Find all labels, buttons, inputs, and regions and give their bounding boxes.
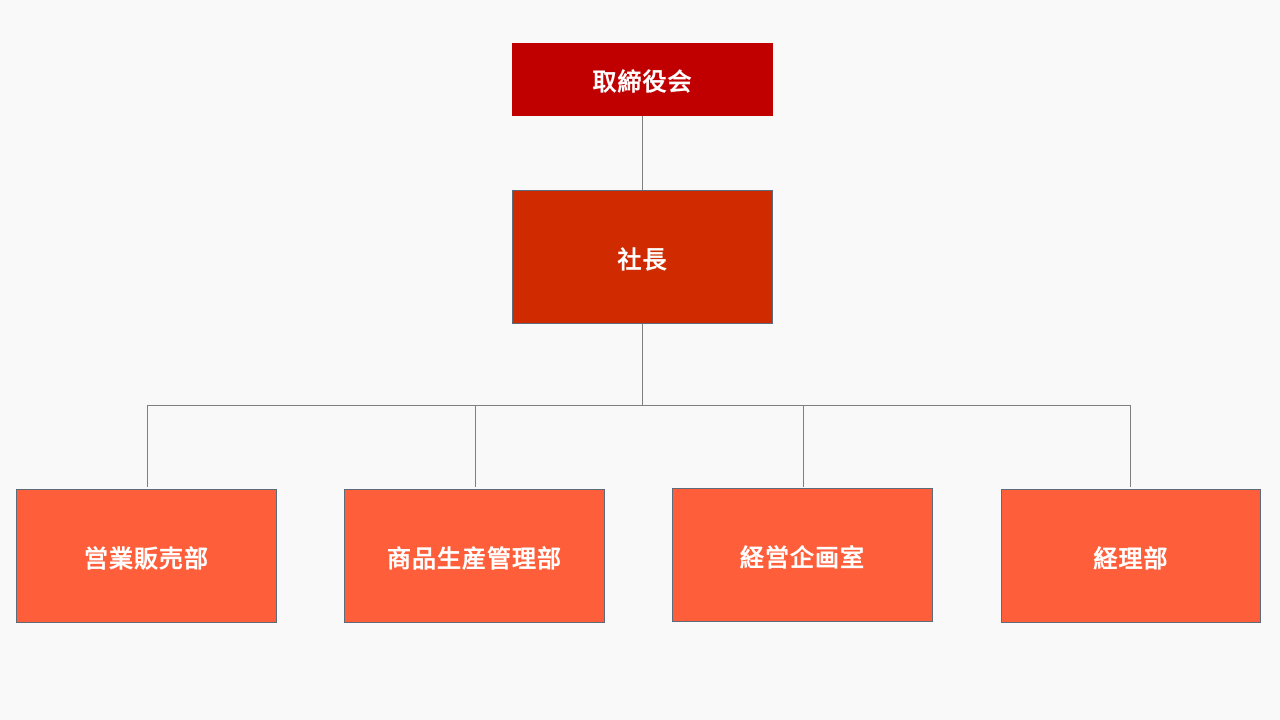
president-label: 社長 — [617, 245, 668, 274]
connector-horizontal-bus — [147, 405, 1131, 406]
department-box-sales: 営業販売部 — [16, 489, 277, 623]
connector-board-president — [642, 116, 643, 191]
connector-dept-2 — [475, 405, 476, 487]
department-box-accounting: 経理部 — [1001, 489, 1261, 623]
department-label: 商品生産管理部 — [387, 544, 562, 573]
president-box: 社長 — [512, 190, 773, 324]
board-label: 取締役会 — [592, 68, 693, 96]
department-label: 経理部 — [1093, 544, 1169, 573]
connector-dept-3 — [803, 405, 804, 487]
department-box-planning: 経営企画室 — [672, 488, 933, 622]
department-label: 営業販売部 — [84, 544, 209, 573]
board-box: 取締役会 — [512, 43, 773, 116]
department-box-production: 商品生産管理部 — [344, 489, 605, 623]
department-label: 経営企画室 — [740, 543, 865, 572]
connector-president-bus — [642, 323, 643, 406]
connector-dept-4 — [1130, 405, 1131, 487]
connector-dept-1 — [147, 405, 148, 487]
